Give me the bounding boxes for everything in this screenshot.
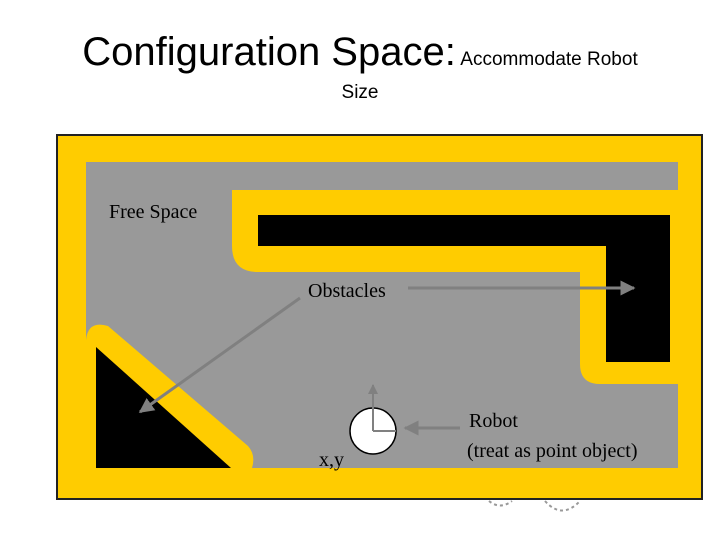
dashed-mark-1 xyxy=(488,500,513,507)
title-subtitle: Accommodate Robot xyxy=(460,49,638,70)
slide-title: Configuration Space: Accommodate Robot xyxy=(0,30,720,75)
xy-label: x,y xyxy=(319,449,344,471)
robot-label: Robot xyxy=(469,410,518,432)
obstacles-arrow-left xyxy=(138,296,301,414)
title-main: Configuration Space: xyxy=(82,30,456,74)
title-subtitle-line2: Size xyxy=(341,82,379,103)
obstacles-label: Obstacles xyxy=(308,280,386,302)
l-obstacle xyxy=(258,215,670,362)
free-space-label: Free Space xyxy=(109,201,197,223)
triangle-obstacle xyxy=(96,347,231,468)
robot-label-sub: (treat as point object) xyxy=(467,440,638,462)
dashed-mark-2 xyxy=(544,500,581,512)
